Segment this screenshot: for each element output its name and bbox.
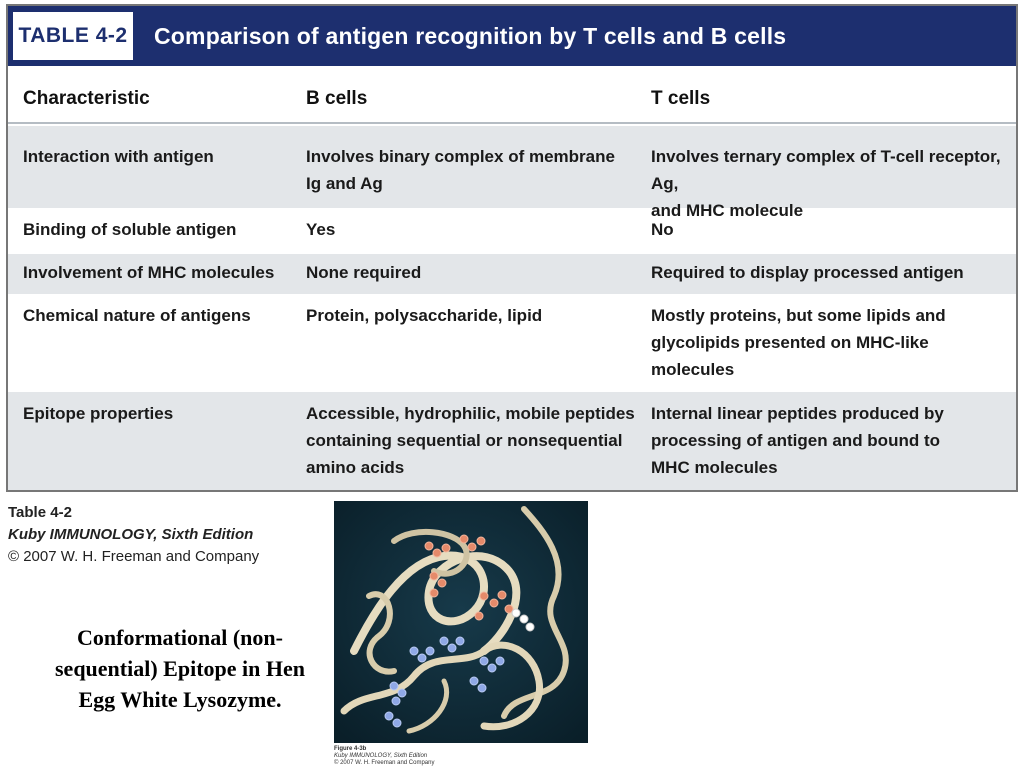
header-t-cells: T cells — [651, 88, 711, 109]
row-characteristic: Interaction with antigen — [23, 147, 214, 166]
row-t-cells: Involves ternary complex of T-cell recep… — [651, 143, 1011, 224]
table-row: Chemical nature of antigens Protein, pol… — [8, 294, 1016, 392]
figure-copyright: © 2007 W. H. Freeman and Company — [334, 760, 435, 766]
header-characteristic: Characteristic — [23, 88, 150, 109]
row-b-cells: None required — [306, 263, 422, 282]
row-b-cells: Protein, polysaccharide, lipid — [306, 306, 543, 325]
figure-caption: Figure 4-3b Kuby IMMUNOLOGY, Sixth Editi… — [334, 746, 434, 767]
table-row: Binding of soluble antigen Yes No — [8, 208, 1016, 254]
comparison-table: TABLE 4-2 Comparison of antigen recognit… — [6, 4, 1018, 492]
row-characteristic: Binding of soluble antigen — [23, 220, 237, 239]
caption-table-number: Table 4-2 — [8, 504, 72, 521]
table-caption: Table 4-2 Kuby IMMUNOLOGY, Sixth Edition… — [8, 502, 259, 568]
row-b-cells: Involves binary complex of membrane Ig a… — [306, 143, 636, 197]
table-number-tag: TABLE 4-2 — [12, 11, 134, 61]
caption-copyright: © 2007 W. H. Freeman and Company — [8, 548, 260, 565]
row-b-cells: Accessible, hydrophilic, mobile peptides… — [306, 404, 635, 477]
row-characteristic: Epitope properties — [23, 404, 174, 423]
row-t-cells: No — [651, 220, 674, 239]
header-b-cells: B cells — [306, 88, 368, 109]
caption-book-title: Kuby IMMUNOLOGY, Sixth Edition — [8, 526, 254, 543]
table-row: Interaction with antigen Involves binary… — [8, 126, 1016, 220]
table-header-row: Characteristic B cells T cells — [8, 66, 1016, 124]
figure-book-title: Kuby IMMUNOLOGY, Sixth Edition — [334, 753, 428, 759]
cell-line: Involves ternary complex of T-cell recep… — [651, 147, 1001, 220]
table-row: Epitope properties Accessible, hydrophil… — [8, 392, 1016, 490]
row-t-cells: Internal linear peptides produced by pro… — [651, 404, 944, 477]
row-t-cells: Mostly proteins, but some lipids and gly… — [651, 306, 946, 379]
table-title-bar: TABLE 4-2 Comparison of antigen recognit… — [8, 6, 1016, 66]
table-title: Comparison of antigen recognition by T c… — [154, 22, 787, 49]
row-characteristic: Involvement of MHC molecules — [23, 263, 275, 282]
protein-ribbon-illustration — [334, 501, 588, 743]
row-characteristic: Chemical nature of antigens — [23, 306, 251, 325]
row-b-cells: Yes — [306, 220, 336, 239]
table-row: Involvement of MHC molecules None requir… — [8, 254, 1016, 294]
row-t-cells: Required to display processed antigen — [651, 263, 964, 282]
lysozyme-structure-image — [334, 501, 588, 743]
cell-line: Involves binary complex of membrane Ig a… — [306, 147, 615, 193]
figure-number: Figure 4-3b — [334, 746, 367, 752]
epitope-description: Conformational (non-sequential) Epitope … — [55, 625, 305, 712]
